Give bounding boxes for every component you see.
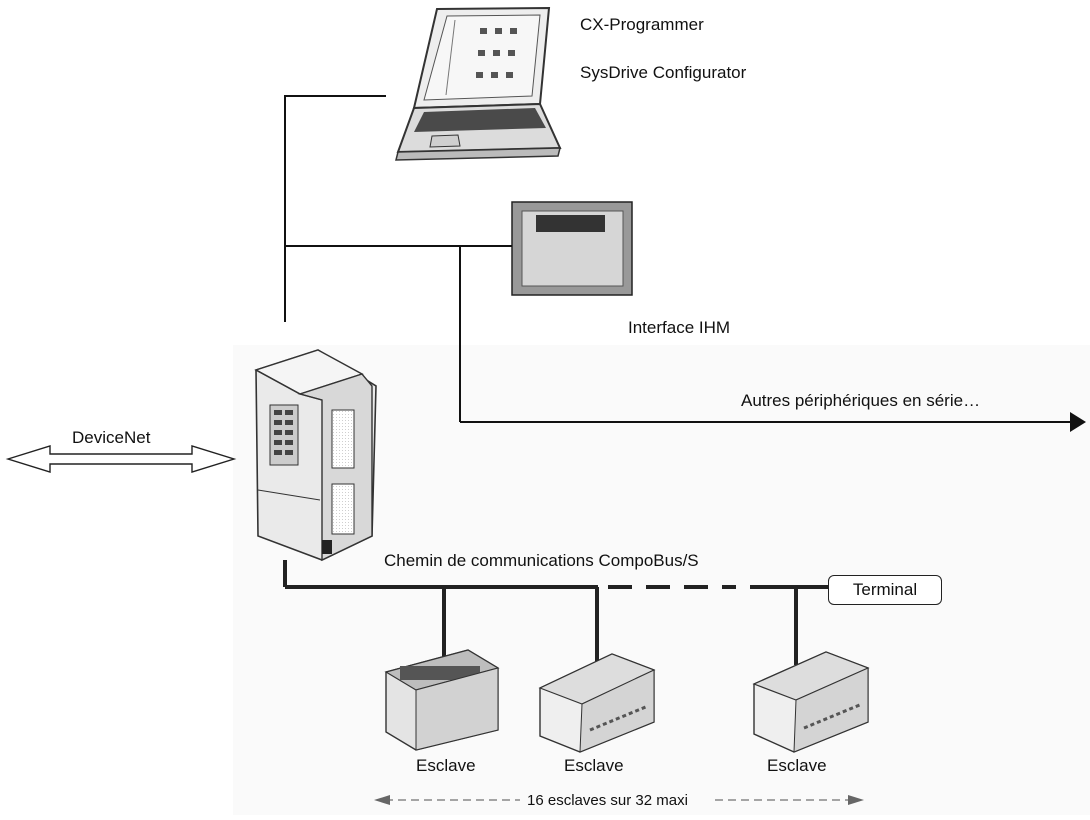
cx-programmer-label: CX-Programmer bbox=[580, 15, 704, 34]
terminal-box: Terminal bbox=[828, 575, 942, 605]
background-panel bbox=[233, 345, 1090, 815]
serial-connections bbox=[284, 95, 1072, 423]
compobus-path bbox=[283, 560, 828, 665]
compobus-path-label: Chemin de communications CompoBus/S bbox=[384, 551, 699, 570]
capacity-label: 16 esclaves sur 32 maxi bbox=[527, 792, 688, 809]
slave-1-label: Esclave bbox=[416, 756, 476, 775]
slave-2-label: Esclave bbox=[564, 756, 624, 775]
devicenet-arrow bbox=[5, 445, 237, 473]
capacity-arrow bbox=[374, 795, 864, 805]
devicenet-label: DeviceNet bbox=[72, 428, 151, 447]
slave-module-1-icon bbox=[384, 649, 500, 751]
hmi-panel-icon bbox=[511, 201, 633, 296]
slave-module-3-icon bbox=[752, 651, 870, 753]
hmi-label: Interface IHM bbox=[628, 318, 731, 337]
serial-devices-label: Autres périphériques en série… bbox=[741, 391, 981, 410]
slave-3-label: Esclave bbox=[767, 756, 827, 775]
slave-module-2-icon bbox=[538, 653, 656, 753]
laptop-icon bbox=[395, 6, 562, 161]
serial-arrowhead bbox=[1070, 412, 1086, 432]
sysdrive-configurator-label: SysDrive Configurator bbox=[580, 63, 747, 82]
inverter-drive-icon bbox=[254, 349, 377, 562]
